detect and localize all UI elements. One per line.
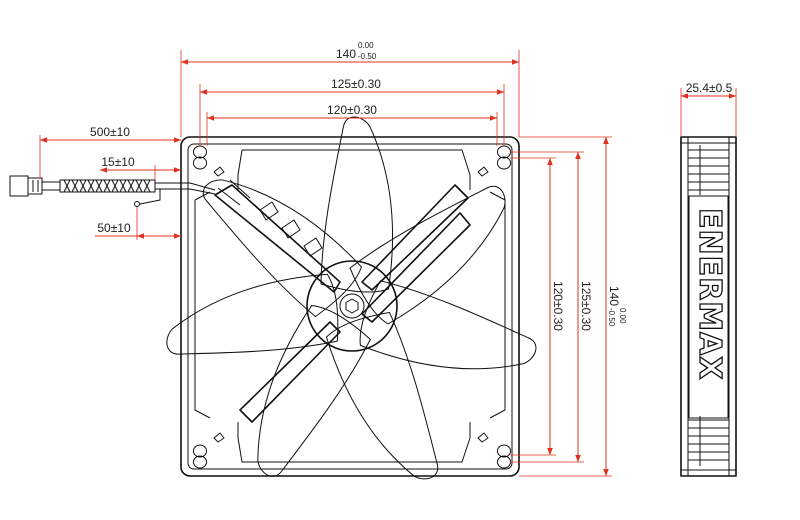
hub-center-ring (339, 293, 365, 319)
dim-mount-inner-height-label: 120±0.30 (551, 281, 565, 331)
fan-blade (300, 299, 470, 483)
mounting-hole-bottom-left (193, 444, 207, 469)
connector-body (9, 175, 29, 197)
dim-overall-width-tol-lower: -0.50 (358, 52, 377, 61)
mounting-hole-top-left (193, 145, 207, 170)
fan-blade (336, 229, 542, 438)
wire-end (134, 201, 140, 207)
frame-mark (213, 166, 225, 177)
fan-hub (306, 260, 398, 352)
connector-housing (27, 177, 43, 195)
frame-mark (477, 166, 489, 177)
dim-overall-height-tol-upper: 0.00 (618, 308, 627, 324)
fan-blade (161, 223, 363, 416)
dim-cable-length: 500±10 (39, 125, 181, 178)
sense-wire (139, 189, 161, 205)
dim-mount-inner-width-label: 120±0.30 (327, 103, 377, 117)
dim-overall-height: 140 0.00 -0.50 (519, 136, 627, 477)
hub-center-hex (345, 298, 359, 314)
dim-overall-width-value: 140 (336, 47, 356, 61)
dim-overall-width-tol-upper: 0.00 (358, 41, 374, 50)
frame-flange-bottom (237, 422, 471, 463)
dim-overall-width: 140 0.00 -0.50 (180, 41, 520, 137)
side-frame-outer (680, 136, 737, 477)
dim-mount-inner-width: 120±0.30 (206, 103, 498, 146)
dim-overall-height-value: 140 (607, 286, 621, 306)
braided-sleeve (59, 179, 156, 193)
dim-thickness: 25.4±0.5 (680, 81, 737, 137)
fan-wires (155, 182, 216, 195)
side-slats-bottom (688, 416, 729, 466)
brand-logo: ENERMAX (692, 208, 727, 380)
mounting-hole-top-right (497, 145, 511, 170)
dim-wire-lead-label: 50±10 (97, 221, 131, 235)
fan-side-view: ENERMAX (680, 136, 737, 477)
dim-overall-height-tol-lower: -0.50 (607, 308, 616, 327)
dim-wire-sleeve: 15±10 (100, 155, 181, 180)
dim-mount-outer-width-label: 125±0.30 (331, 77, 381, 91)
cable-channel (217, 179, 323, 257)
frame-flange-top (237, 149, 471, 190)
dim-mount-inner-height: 120±0.30 (510, 157, 565, 456)
mounting-hole-bottom-right (497, 444, 511, 469)
frame-flange-right (489, 191, 506, 419)
frame-mark (477, 432, 489, 443)
fan-frame-outer (180, 136, 520, 477)
dim-thickness-label: 25.4±0.5 (686, 81, 733, 95)
fan-frame-inner (187, 143, 513, 470)
support-strut-a (214, 184, 471, 323)
cable-assembly (9, 175, 216, 207)
fan-front-view (9, 111, 542, 483)
dim-mount-outer-height-label: 125±0.30 (579, 281, 593, 331)
dim-mount-outer-height: 125±0.30 (510, 151, 593, 463)
dim-wire-lead: 50±10 (95, 207, 181, 240)
dim-mount-outer-width: 125±0.30 (199, 77, 505, 146)
fan-blade (200, 152, 371, 336)
dim-wire-sleeve-label: 15±10 (101, 155, 135, 169)
support-strut-b (239, 184, 469, 423)
dim-cable-length-label: 500±10 (90, 125, 130, 139)
frame-flange-left (194, 191, 211, 419)
side-slats-top (688, 145, 729, 195)
frame-mark (213, 432, 225, 443)
